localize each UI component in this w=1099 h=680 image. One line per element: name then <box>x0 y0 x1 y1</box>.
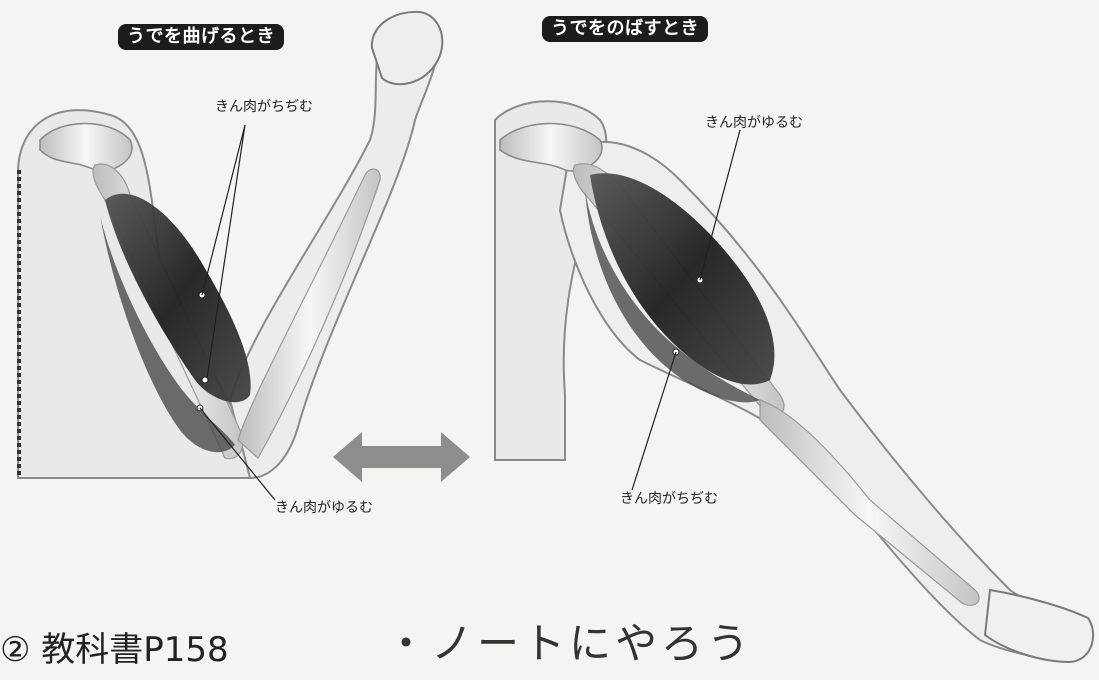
left-forearm-bones <box>238 169 380 458</box>
right-label-relax: きん肉がゆるむ <box>705 112 803 132</box>
right-panel-title: うでをのばすとき <box>542 16 708 42</box>
textbook-reference: ② 教科書P158 <box>0 622 229 671</box>
right-label-contract: きん肉がちぢむ <box>620 488 718 508</box>
left-label-relax: きん肉がゆるむ <box>275 497 373 517</box>
right-hand <box>985 590 1093 662</box>
left-label-contract: きん肉がちぢむ <box>215 96 313 116</box>
left-panel-title: うでを曲げるとき <box>118 24 284 50</box>
bent-arm <box>18 12 442 500</box>
leader-line <box>632 352 676 490</box>
double-arrow-icon <box>333 432 470 482</box>
extended-arm <box>495 101 1093 662</box>
handwritten-note: ・ノートにやろう <box>385 610 753 671</box>
